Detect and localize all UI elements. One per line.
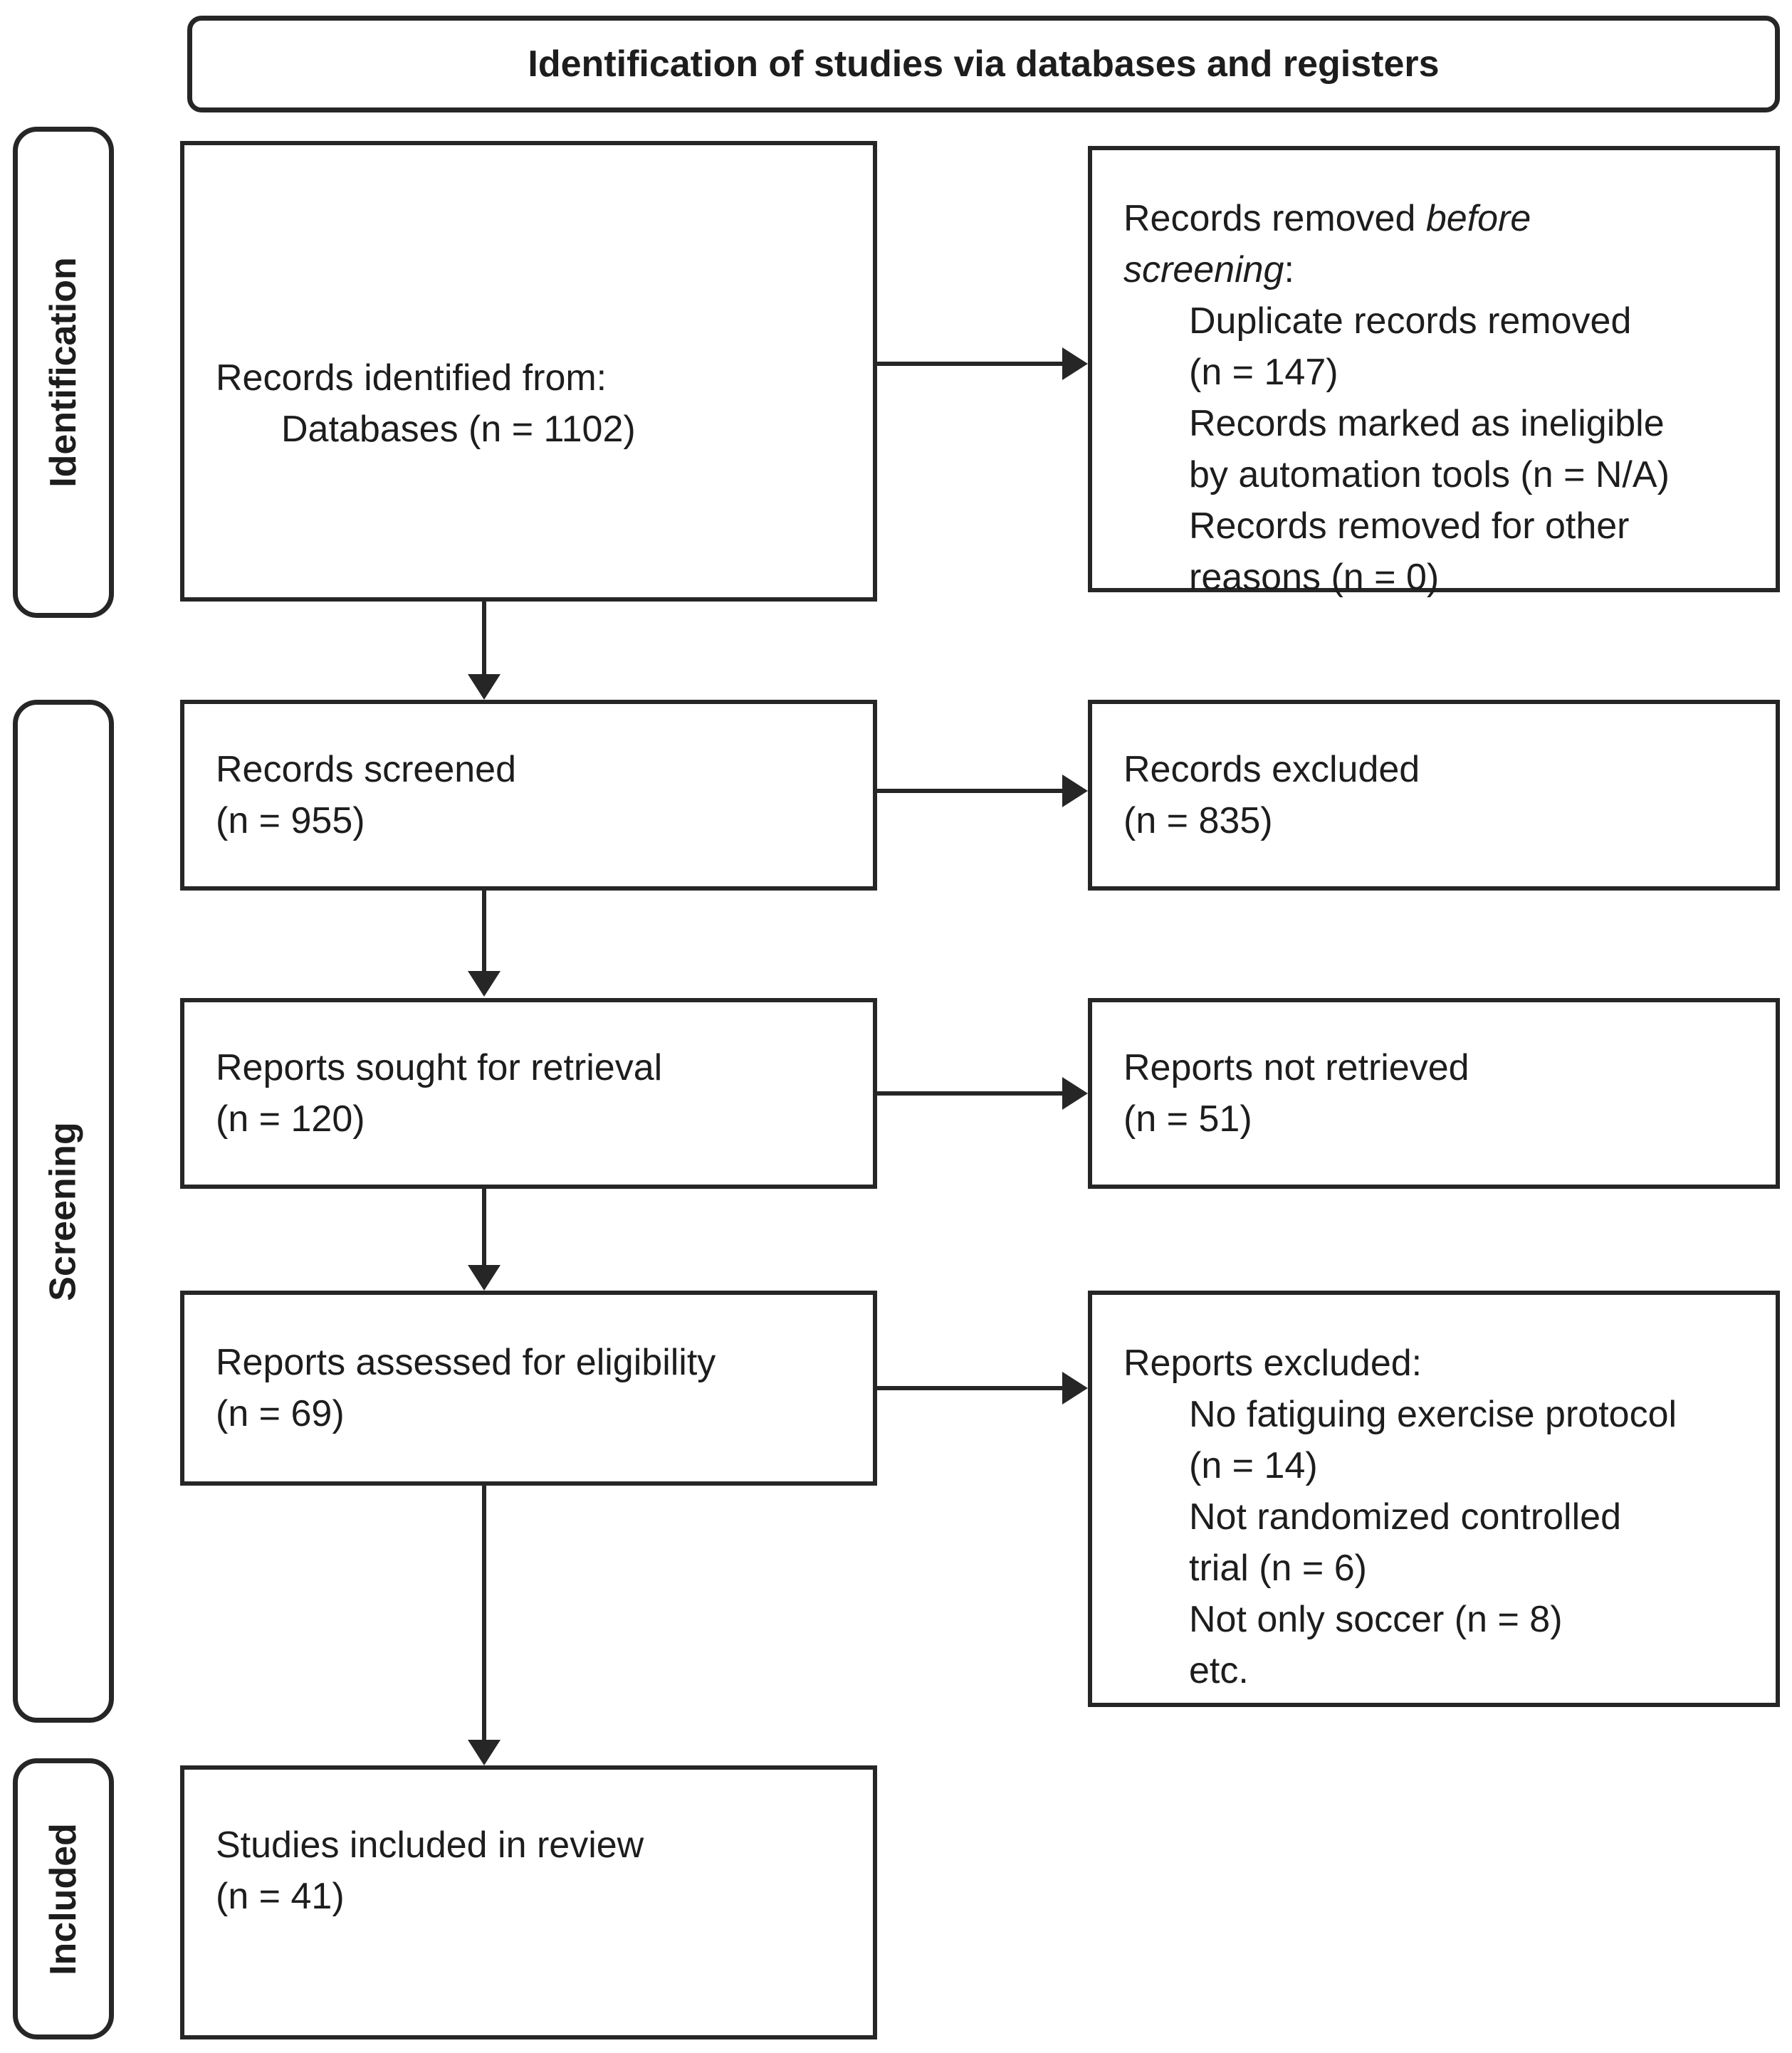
- arrow-shaft: [877, 789, 1064, 793]
- text-line: trial (n = 6): [1189, 1548, 1367, 1589]
- stage-label-included: Included: [13, 1758, 114, 2039]
- text-line: (n = 835): [1123, 800, 1273, 841]
- arrow-down-icon: [468, 1740, 501, 1765]
- text-line: reasons (n = 0): [1189, 557, 1440, 598]
- box-records-excluded: Records excluded (n = 835): [1088, 700, 1780, 891]
- text-line: Duplicate records removed: [1189, 300, 1632, 342]
- arrow-assessed-to-included: [468, 1486, 501, 1765]
- text-line: (n = 14): [1189, 1445, 1318, 1486]
- text-line: (n = 147): [1189, 352, 1338, 393]
- arrow-screened-to-excluded: [877, 775, 1088, 807]
- arrow-shaft: [877, 1386, 1064, 1390]
- text-line: Reports excluded:: [1123, 1343, 1422, 1384]
- stage-label-identification: Identification: [13, 127, 114, 618]
- arrow-sought-to-assessed: [468, 1189, 501, 1291]
- text-line: Records screened: [216, 749, 516, 790]
- text-line: (n = 51): [1123, 1098, 1252, 1140]
- arrow-shaft: [877, 362, 1064, 366]
- arrow-assessed-to-reports-excluded: [877, 1372, 1088, 1404]
- stage-included-text: Included: [43, 1822, 85, 1975]
- text-line: etc.: [1189, 1650, 1249, 1691]
- text-line: Not only soccer (n = 8): [1189, 1599, 1563, 1640]
- stage-identification-text: Identification: [43, 257, 84, 488]
- text-line: Reports not retrieved: [1123, 1047, 1469, 1088]
- text-line: by automation tools (n = N/A): [1189, 454, 1670, 495]
- arrow-down-icon: [468, 674, 501, 700]
- arrow-shaft: [482, 1189, 486, 1266]
- text-line: (n = 69): [216, 1393, 345, 1434]
- arrow-shaft: [482, 891, 486, 972]
- text-line: Databases (n = 1102): [281, 408, 636, 450]
- box-reports-not-retrieved: Reports not retrieved (n = 51): [1088, 998, 1780, 1189]
- text-line: Reports sought for retrieval: [216, 1047, 663, 1088]
- text-line: Records identified from:: [216, 357, 607, 399]
- arrow-right-icon: [1062, 1077, 1088, 1110]
- box-records-identified: Records identified from: Databases (n = …: [180, 141, 877, 602]
- stage-label-screening: Screening: [13, 700, 114, 1723]
- arrow-identified-to-removed: [877, 347, 1088, 380]
- text-line: Reports assessed for eligibility: [216, 1342, 716, 1383]
- arrow-sought-to-not-retrieved: [877, 1077, 1088, 1110]
- box-reports-sought: Reports sought for retrieval (n = 120): [180, 998, 877, 1189]
- arrow-down-icon: [468, 1265, 501, 1291]
- box-records-screened: Records screened (n = 955): [180, 700, 877, 891]
- box-reports-excluded: Reports excluded: No fatiguing exercise …: [1088, 1291, 1780, 1707]
- text-line: Studies included in review: [216, 1824, 644, 1866]
- text-line: Not randomized controlled: [1189, 1496, 1621, 1538]
- arrow-shaft: [482, 1486, 486, 1741]
- arrow-right-icon: [1062, 347, 1088, 380]
- text-line: (n = 120): [216, 1098, 365, 1140]
- header-box: Identification of studies via databases …: [187, 16, 1780, 112]
- arrow-shaft: [482, 602, 486, 676]
- text-line: screening:: [1123, 249, 1294, 290]
- arrow-screened-to-sought: [468, 891, 501, 997]
- text-line: Records excluded: [1123, 749, 1420, 790]
- box-reports-assessed: Reports assessed for eligibility (n = 69…: [180, 1291, 877, 1486]
- arrow-shaft: [877, 1091, 1064, 1096]
- text-line: (n = 955): [216, 800, 365, 841]
- stage-screening-text: Screening: [43, 1121, 85, 1301]
- box-records-removed-before-screening: Records removed before screening: Duplic…: [1088, 146, 1780, 598]
- text-line: (n = 41): [216, 1875, 345, 1917]
- box-studies-included: Studies included in review (n = 41): [180, 1765, 877, 2039]
- text-line: Records removed for other: [1189, 505, 1630, 547]
- arrow-right-icon: [1062, 775, 1088, 807]
- header-title: Identification of studies via databases …: [528, 43, 1440, 85]
- text-line: Records removed before: [1123, 198, 1531, 239]
- text-line: Records marked as ineligible: [1189, 403, 1665, 444]
- arrow-right-icon: [1062, 1372, 1088, 1404]
- arrow-down-icon: [468, 971, 501, 997]
- arrow-identified-to-screened: [468, 602, 501, 700]
- text-line: No fatiguing exercise protocol: [1189, 1394, 1677, 1435]
